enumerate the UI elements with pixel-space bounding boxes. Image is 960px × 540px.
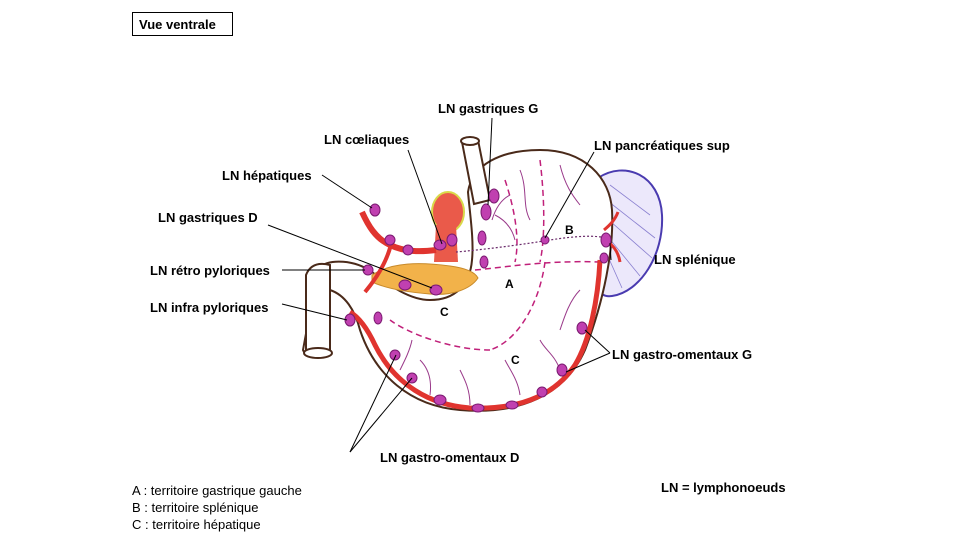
node-pancreatic-1: [540, 235, 550, 245]
abbreviation-note: LN = lymphonoeuds: [661, 480, 786, 495]
node-gastric-left-2: [488, 188, 500, 204]
node-hepatic-2: [384, 234, 396, 246]
node-splenic-1: [600, 232, 612, 248]
esophagus-end: [460, 136, 480, 146]
label-gastroomental-left: LN gastro-omentaux G: [612, 347, 752, 362]
region-c-lower: C: [511, 353, 520, 367]
label-pancreatic-sup: LN pancréatiques sup: [594, 138, 730, 153]
leader-lines: [267, 117, 612, 453]
lymph-nodes: [344, 188, 612, 413]
legend-item-a: A : territoire gastrique gauche: [132, 483, 302, 498]
node-go-right-2: [433, 394, 447, 406]
node-go-left-3: [536, 386, 548, 398]
label-splenic: LN splénique: [654, 252, 736, 267]
node-go-left-1: [576, 321, 588, 335]
label-coeliac: LN cœliaques: [324, 132, 409, 147]
node-splenic-2: [599, 252, 609, 264]
stomach-outline: [301, 148, 614, 412]
node-coeliac-1: [433, 239, 447, 251]
region-b: B: [565, 223, 574, 237]
territory-legend: A : territoire gastrique gauche B : terr…: [132, 482, 302, 533]
region-a: A: [505, 277, 514, 291]
legend-item-c: C : territoire hépatique: [132, 517, 261, 532]
node-gastric-left-3: [477, 230, 487, 246]
pancreas: [371, 263, 479, 295]
territory-boundaries: [389, 159, 601, 351]
duodenum-end: [303, 347, 333, 359]
label-gastric-left: LN gastriques G: [438, 101, 538, 116]
label-infra-pyloric: LN infra pyloriques: [150, 300, 268, 315]
node-hepatic-3: [402, 244, 414, 256]
legend-item-b: B : territoire splénique: [132, 500, 259, 515]
node-go-left-2: [556, 363, 568, 377]
node-infra-pyloric-2: [373, 311, 383, 325]
label-retro-pyloric: LN rétro pyloriques: [150, 263, 270, 278]
region-c-upper: C: [440, 305, 449, 319]
node-go-right-1: [471, 403, 485, 413]
node-go-right-4: [389, 349, 401, 361]
node-gastric-right-1: [429, 284, 443, 296]
node-gastric-left-4: [479, 255, 489, 269]
view-title: Vue ventrale: [132, 12, 233, 36]
gastroduodenal-artery: [363, 247, 392, 294]
label-gastric-right: LN gastriques D: [158, 210, 258, 225]
spleen-hatching: [601, 184, 656, 289]
label-hepatic: LN hépatiques: [222, 168, 312, 183]
duodenum: [305, 262, 331, 354]
label-gastroomental-right: LN gastro-omentaux D: [380, 450, 519, 465]
hepatic-artery: [359, 210, 437, 255]
node-hepatic-1: [369, 203, 381, 217]
splenic-artery-dots: [455, 235, 607, 253]
node-go-left-4: [505, 400, 519, 410]
node-coeliac-2: [446, 233, 458, 247]
vessel-branches: [399, 164, 581, 406]
node-gastric-right-2: [398, 279, 412, 291]
node-gastric-left-1: [480, 203, 492, 221]
